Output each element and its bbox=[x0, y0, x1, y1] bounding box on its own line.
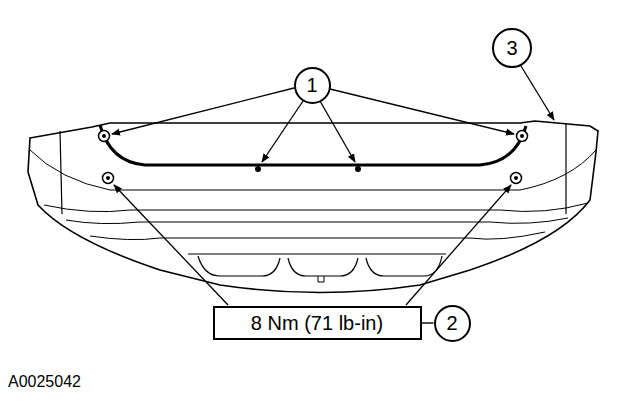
bolt bbox=[99, 131, 110, 142]
leader-line bbox=[521, 66, 554, 120]
end-cap-edge bbox=[565, 124, 566, 214]
bolt-center bbox=[106, 176, 110, 180]
bumper-outline bbox=[28, 121, 598, 293]
mounting-recess bbox=[100, 125, 526, 165]
bolt bbox=[103, 173, 114, 184]
leader-line bbox=[406, 185, 511, 305]
leader-line bbox=[320, 101, 355, 162]
rib-line bbox=[66, 218, 568, 224]
rib-line bbox=[44, 203, 588, 212]
pin bbox=[255, 166, 261, 172]
callout-text: 2 bbox=[446, 312, 457, 335]
leader-line bbox=[262, 101, 303, 162]
grille-opening bbox=[288, 258, 358, 276]
grille-opening bbox=[198, 256, 280, 276]
callout-number: 3 bbox=[492, 28, 532, 68]
torque-value: 8 Nm (71 lb-in) bbox=[251, 312, 383, 335]
bolt-center bbox=[520, 134, 524, 138]
leader-line bbox=[114, 185, 228, 305]
bolt bbox=[511, 173, 522, 184]
torque-box: 8 Nm (71 lb-in) bbox=[213, 306, 422, 340]
rib-line bbox=[90, 232, 545, 240]
callout-text: 3 bbox=[506, 37, 517, 60]
grille-edge bbox=[188, 253, 446, 254]
figure-code: A0025042 bbox=[8, 372, 81, 391]
pin bbox=[355, 166, 361, 172]
grille-opening bbox=[366, 256, 442, 276]
leader-line bbox=[422, 322, 434, 323]
bolt-center bbox=[102, 134, 106, 138]
leader-line bbox=[112, 88, 294, 134]
callout-number: 1 bbox=[294, 67, 331, 104]
leader-line bbox=[330, 89, 514, 134]
bolt-center bbox=[514, 176, 518, 180]
callout-text: 1 bbox=[306, 74, 317, 97]
body-line bbox=[30, 150, 596, 190]
bolt bbox=[517, 131, 528, 142]
callout-number: 2 bbox=[434, 305, 471, 342]
tow-tab bbox=[318, 276, 324, 282]
